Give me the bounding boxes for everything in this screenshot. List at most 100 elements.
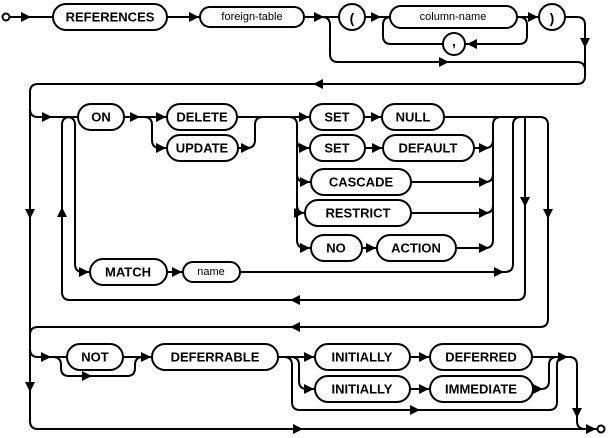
arrow-right bbox=[294, 208, 304, 218]
node-cascade: CASCADE bbox=[310, 168, 412, 196]
node-initially-2-label: INITIALLY bbox=[332, 382, 393, 397]
node-set-1: SET bbox=[309, 103, 365, 131]
arrow-right bbox=[419, 352, 429, 362]
node-column-name: column-name bbox=[389, 5, 518, 29]
arrow-right bbox=[21, 12, 31, 22]
arrow-right bbox=[314, 12, 324, 22]
node-initially-1-label: INITIALLY bbox=[332, 350, 393, 365]
arrow-right bbox=[79, 267, 89, 277]
rail-loop-return bbox=[61, 116, 526, 301]
node-not-label: NOT bbox=[81, 350, 109, 365]
node-action-shape bbox=[376, 234, 457, 262]
node-references: REFERENCES bbox=[52, 3, 168, 31]
node-column-name-shape bbox=[389, 5, 518, 29]
end-terminal-icon bbox=[596, 424, 606, 434]
node-rparen: ) bbox=[538, 3, 566, 31]
arrow-right bbox=[141, 352, 151, 362]
rail-match-branch bbox=[66, 116, 522, 273]
node-no-label: NO bbox=[326, 241, 346, 256]
node-delete-label: DELETE bbox=[176, 110, 228, 125]
arrow-right bbox=[371, 12, 381, 22]
node-deferred-shape bbox=[429, 343, 533, 371]
rails bbox=[9, 16, 597, 430]
arrow-right bbox=[366, 243, 376, 253]
rail-initially-bypass bbox=[283, 356, 566, 411]
arrow-right bbox=[304, 384, 314, 394]
arrow-right bbox=[533, 384, 543, 394]
node-deferrable-shape bbox=[151, 343, 279, 371]
node-restrict: RESTRICT bbox=[304, 199, 412, 227]
node-no: NO bbox=[310, 234, 363, 262]
arrow-down bbox=[25, 209, 35, 219]
rail-onmatch-main bbox=[29, 108, 549, 336]
node-name: name bbox=[182, 261, 241, 283]
node-no-shape bbox=[310, 234, 363, 262]
node-cascade-shape bbox=[310, 168, 412, 196]
rail-action-merge bbox=[492, 116, 502, 240]
node-null: NULL bbox=[381, 103, 445, 131]
node-references-shape bbox=[52, 3, 168, 31]
node-update-shape bbox=[166, 134, 239, 162]
node-set-1-shape bbox=[309, 103, 365, 131]
node-null-shape bbox=[381, 103, 445, 131]
node-name-label: name bbox=[197, 266, 225, 278]
node-immediate: IMMEDIATE bbox=[429, 375, 534, 403]
arrow-right bbox=[479, 143, 489, 153]
arrow-right bbox=[82, 371, 92, 381]
arrow-right bbox=[494, 267, 504, 277]
arrow-down bbox=[580, 38, 590, 48]
node-action-label: ACTION bbox=[391, 241, 441, 256]
arrow-right bbox=[42, 112, 52, 122]
arrow-right bbox=[241, 143, 251, 153]
node-comma-shape bbox=[442, 32, 466, 56]
start-terminal-icon bbox=[1, 12, 11, 22]
arrow-right bbox=[293, 424, 303, 434]
node-not-shape bbox=[66, 343, 124, 371]
node-delete-shape bbox=[166, 103, 238, 131]
arrow-right bbox=[130, 112, 140, 122]
node-immediate-label: IMMEDIATE bbox=[445, 382, 517, 397]
arrow-right bbox=[479, 208, 489, 218]
node-cascade-label: CASCADE bbox=[329, 175, 394, 190]
arrow-right bbox=[304, 352, 314, 362]
node-default-shape bbox=[382, 134, 475, 162]
arrow-right bbox=[172, 267, 182, 277]
node-action: ACTION bbox=[376, 234, 457, 262]
arrow-right bbox=[299, 112, 309, 122]
node-not: NOT bbox=[66, 343, 124, 371]
node-deferred: DEFERRED bbox=[429, 343, 533, 371]
node-initially-1-shape bbox=[314, 343, 411, 371]
arrow-up bbox=[57, 207, 67, 217]
node-initially-2-shape bbox=[314, 375, 411, 403]
arrow-down bbox=[520, 197, 530, 207]
node-match-shape bbox=[89, 258, 168, 286]
arrow-left bbox=[313, 79, 323, 89]
arrow-down bbox=[543, 209, 553, 219]
arrow-right bbox=[419, 384, 429, 394]
node-set-2: SET bbox=[309, 134, 366, 162]
node-comma-label: , bbox=[452, 33, 456, 49]
node-set-1-label: SET bbox=[324, 110, 349, 125]
arrow-right bbox=[586, 424, 596, 434]
arrow-right bbox=[300, 177, 310, 187]
arrowheads bbox=[21, 12, 596, 434]
rail-main-spine bbox=[9, 16, 597, 430]
node-initially-1: INITIALLY bbox=[314, 343, 411, 371]
arrow-left bbox=[290, 295, 300, 305]
arrow-right bbox=[371, 112, 381, 122]
node-lparen: ( bbox=[338, 3, 366, 31]
arrow-right bbox=[410, 405, 420, 415]
node-name-shape bbox=[182, 261, 241, 283]
node-match-label: MATCH bbox=[105, 265, 151, 280]
node-immediate-shape bbox=[429, 375, 534, 403]
node-update: UPDATE bbox=[166, 134, 239, 162]
node-column-name-label: column-name bbox=[420, 11, 487, 23]
rail-deferrable-main bbox=[29, 348, 586, 430]
node-default: DEFAULT bbox=[382, 134, 475, 162]
arrow-right bbox=[156, 143, 166, 153]
node-match: MATCH bbox=[89, 258, 168, 286]
node-restrict-label: RESTRICT bbox=[326, 206, 391, 221]
node-set-2-label: SET bbox=[324, 141, 349, 156]
